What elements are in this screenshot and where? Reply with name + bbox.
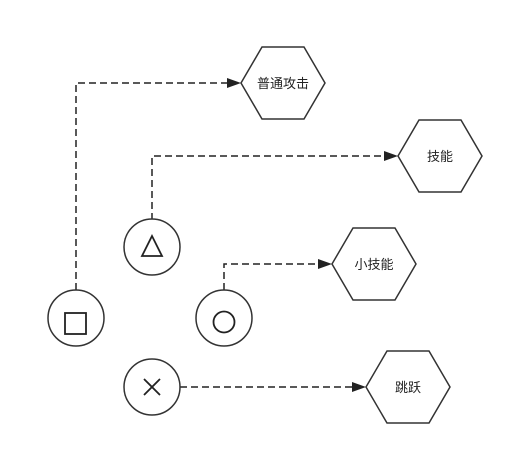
button-circle-circle: [195, 289, 253, 347]
button-circle: [195, 289, 253, 347]
button-square-circle: [47, 289, 105, 347]
button-square: [47, 289, 105, 347]
hexagon-skill: [397, 119, 483, 193]
hexagon-small-skill: [331, 227, 417, 301]
button-cross: [123, 358, 181, 416]
button-triangle-circle: [123, 218, 181, 276]
action-node-skill: 技能: [397, 119, 483, 193]
triangle-icon: [140, 233, 164, 257]
hexagon-jump: [365, 350, 451, 424]
action-node-jump: 跳跃: [365, 350, 451, 424]
action-label-small-skill: 小技能: [354, 258, 393, 273]
action-label-jump: 跳跃: [395, 381, 421, 396]
action-node-small-skill: 小技能: [331, 227, 417, 301]
connector-circle-small-skill: [223, 259, 332, 290]
circle-icon: [212, 310, 236, 334]
action-label-attack: 普通攻击: [257, 77, 309, 92]
connector-cross-jump: [180, 382, 366, 392]
cross-icon: [143, 378, 161, 396]
connector-triangle-skill: [151, 151, 398, 220]
action-label-skill: 技能: [427, 150, 453, 165]
button-triangle: [123, 218, 181, 276]
hexagon-attack: [240, 46, 326, 120]
square-icon: [64, 312, 87, 335]
action-node-attack: 普通攻击: [240, 46, 326, 120]
connector-square-attack: [75, 78, 241, 290]
